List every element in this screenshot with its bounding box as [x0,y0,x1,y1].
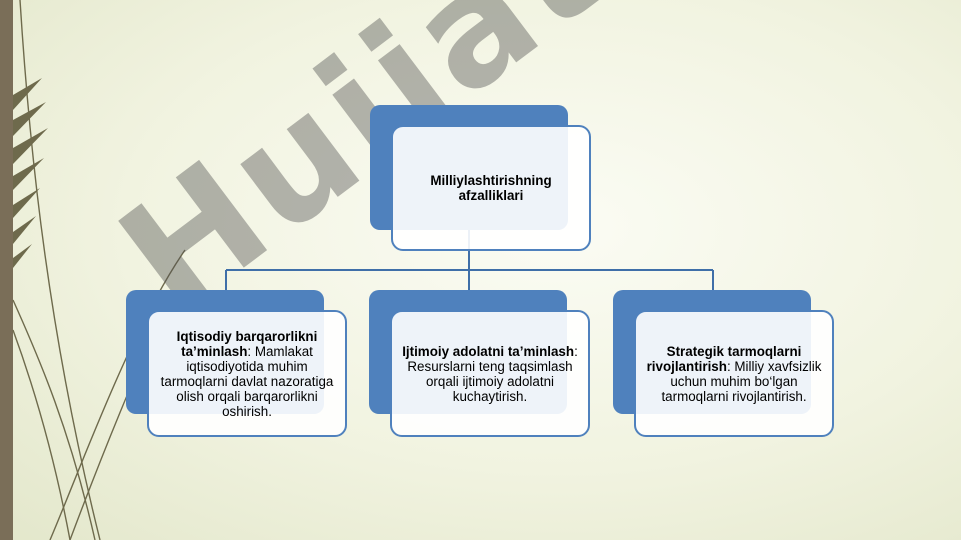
child-node-3-description: : Milliy xavfsizlik uchun muhim bo‘lgan … [661,358,822,404]
child-node-2-title: Ijtimoiy adolatni ta’minlash [402,343,575,359]
child-node-2: Ijtimoiy adolatni ta’minlash: Resurslarn… [390,310,590,437]
child-node-1: Iqtisodiy barqarorlikni ta’minlash: Maml… [147,310,347,437]
root-node: Milliylashtirishning afzalliklari [391,125,591,251]
child-node-3: Strategik tarmoqlarni rivojlantirish: Mi… [634,310,834,437]
left-edge-bar [0,0,13,540]
child-node-2-description: : Resurslarni teng taqsimlash orqali ijt… [407,343,578,404]
child-node-3-title: Strategik tarmoqlarni rivojlantirish [646,343,802,374]
leaf-shapes [13,78,48,268]
child-node-1-text: Iqtisodiy barqarorlikni ta’minlash: Maml… [159,329,335,419]
child-node-1-title: Iqtisodiy barqarorlikni ta’minlash [176,328,318,359]
root-node-label: Milliylashtirishning afzalliklari [430,173,552,203]
child-node-1-description: : Mamlakat iqtisodiyotida muhim tarmoqla… [160,343,334,419]
child-node-3-text: Strategik tarmoqlarni rivojlantirish: Mi… [646,344,822,404]
child-node-2-text: Ijtimoiy adolatni ta’minlash: Resurslarn… [402,344,578,404]
